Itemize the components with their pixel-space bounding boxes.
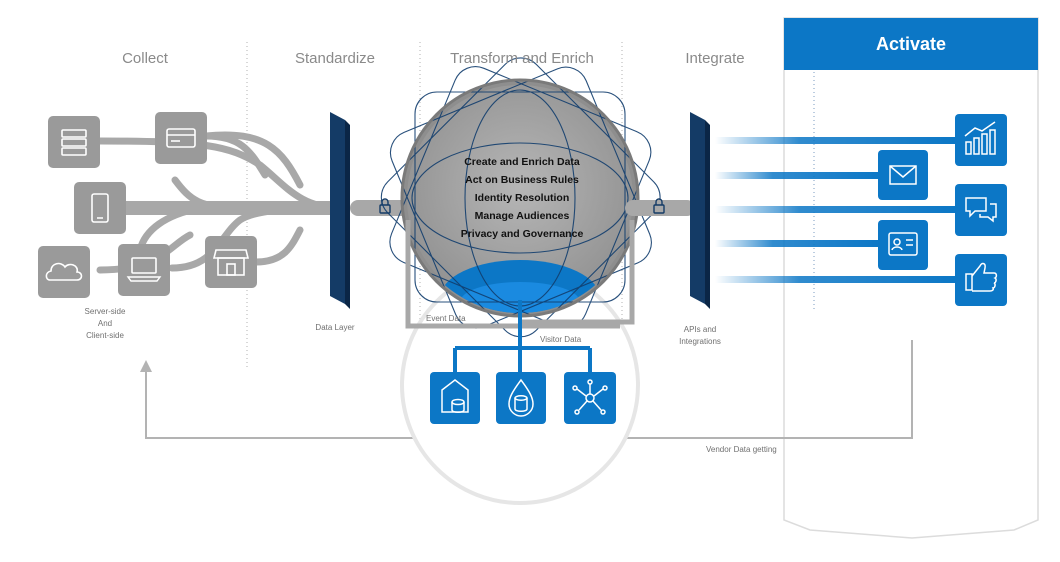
visitor-data-label: Visitor Data (540, 335, 582, 344)
capability-item: Identity Resolution (474, 192, 570, 204)
event-data-label: Event Data (426, 314, 466, 323)
mobile-phone-icon (74, 182, 126, 234)
email-icon (878, 150, 928, 200)
collect-caption: Server-side And Client-side (84, 307, 126, 340)
storefront-icon (205, 236, 257, 288)
server-icon (48, 116, 100, 168)
apis-integrations-label: APIs and Integrations (679, 325, 721, 346)
vendor-data-label: Vendor Data getting (706, 445, 777, 454)
stage-title-integrate: Integrate (685, 50, 745, 67)
main-pipe (100, 201, 340, 215)
chat-icon (955, 184, 1007, 236)
transform-capabilities-list: Create and Enrich Data Act on Business R… (432, 153, 612, 243)
data-layer-panel (330, 112, 350, 309)
stage-title-collect: Collect (122, 50, 168, 67)
cloud-icon (38, 246, 90, 298)
event-data-loop (405, 220, 635, 372)
capability-item: Create and Enrich Data (464, 156, 580, 168)
contact-card-icon (878, 220, 928, 270)
bar-chart-icon (955, 114, 1007, 166)
capability-item: Privacy and Governance (460, 228, 584, 240)
capability-item: Manage Audiences (474, 210, 570, 222)
credit-card-icon (155, 112, 207, 164)
stage-title-standardize: Standardize (294, 50, 376, 67)
stage-title-transform: Transform and Enrich (450, 50, 594, 67)
transform-globe (380, 57, 661, 505)
thumbs-up-icon (955, 254, 1007, 306)
database-drop-icon (496, 372, 546, 424)
lock-pipe-right (625, 198, 695, 216)
integrations-panel (690, 112, 710, 309)
capability-item: Act on Business Rules (465, 174, 579, 186)
network-hub-icon (564, 372, 616, 424)
stage-title-activate: Activate (875, 34, 947, 54)
activation-lines (715, 137, 955, 283)
activate-header (784, 18, 1038, 70)
laptop-icon (118, 244, 170, 296)
data-layer-label: Data Layer (315, 323, 355, 332)
home-database-icon (430, 372, 480, 424)
